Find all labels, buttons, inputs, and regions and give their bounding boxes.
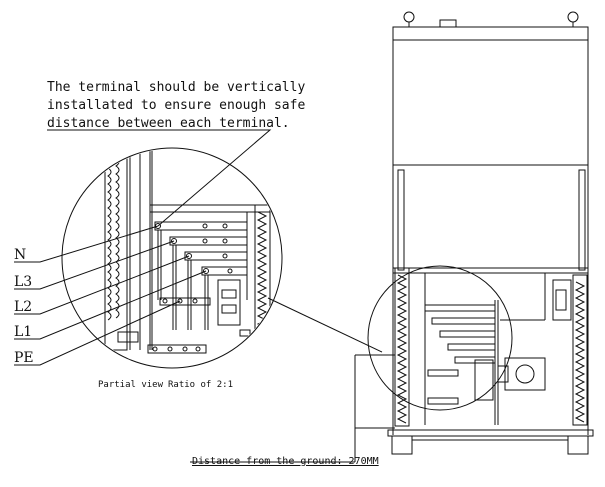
partial-view-caption: Partial view Ratio of 2:1 [98,380,233,390]
terminal-label-pe: PE [14,350,34,366]
cabinet-upper-section [392,26,589,166]
installation-note: The terminal should be vertically instal… [47,80,305,131]
note-leader-line [47,129,272,227]
leader-n [14,225,159,263]
note-line-1: The terminal should be vertically [47,80,305,95]
partial-view-label: Partial view [98,380,164,390]
leader-pe [14,300,181,366]
cabinet-base [387,429,594,437]
detail-view [61,147,283,369]
detail-connector-line [267,297,383,353]
terminal-label-l1: L1 [14,324,32,340]
terminal-label-l3: L3 [14,274,32,290]
note-line-2: installated to ensure enough safe [47,98,305,113]
detail-circle [61,147,283,369]
note-line-3: distance between each terminal. [47,116,290,131]
cabinet-front-view [387,11,594,455]
cabinet-detail-circle [367,265,513,411]
terminal-labels: N L3 L2 L1 PE [14,225,207,366]
lifting-eye-left [403,11,415,27]
detail-content [104,149,271,354]
leader-l1 [14,270,207,340]
ground-distance-label: Distance from the ground: 270MM [192,456,379,467]
partial-view-ratio: Ratio of 2:1 [168,380,233,390]
terminal-label-n: N [14,247,26,263]
cabinet-lower-section [392,267,589,431]
leader-l3 [14,240,175,290]
top-vent [439,19,457,28]
leader-l2 [14,255,190,315]
ground-distance-dimension: Distance from the ground: 270MM [190,354,395,467]
lifting-eye-right [567,11,579,27]
terminal-label-l2: L2 [14,299,32,315]
